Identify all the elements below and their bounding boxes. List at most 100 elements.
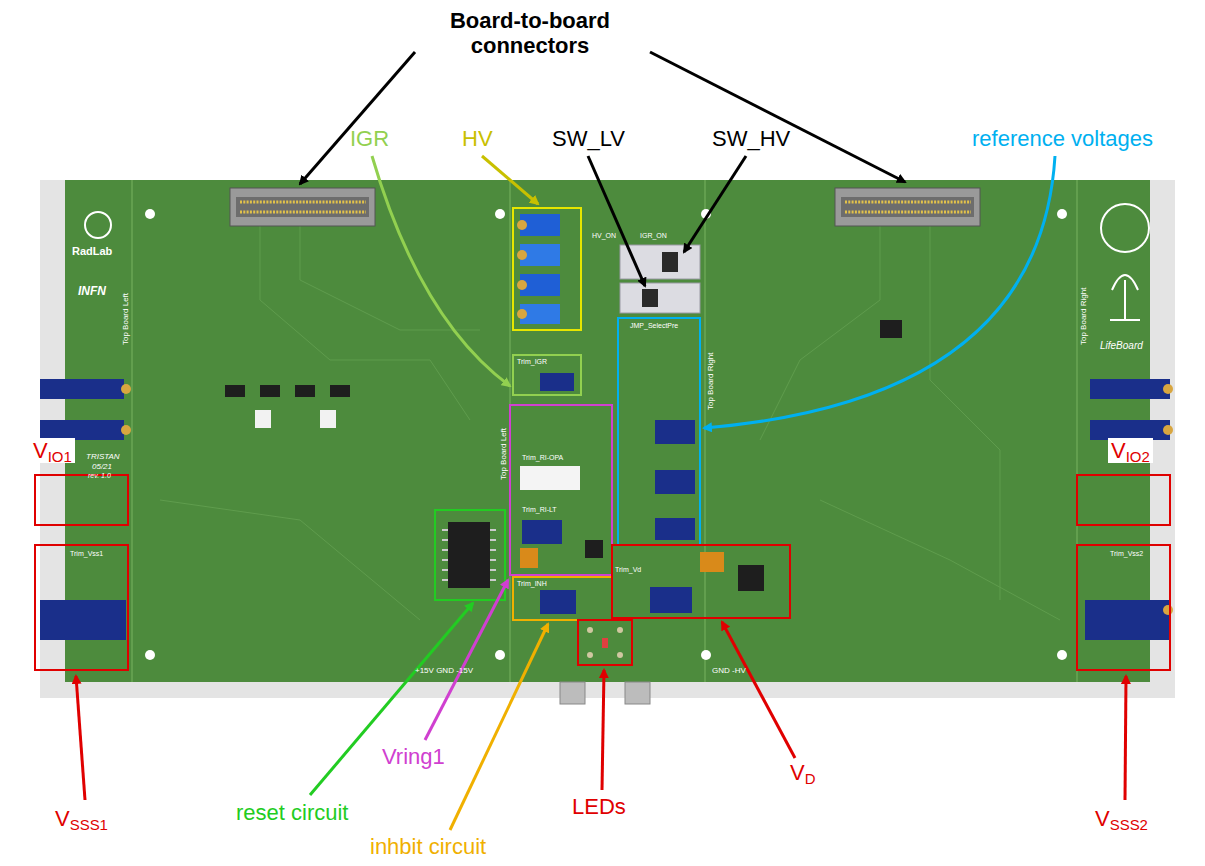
trimmer [655, 518, 695, 540]
pcb [65, 180, 1150, 682]
trace [820, 500, 1060, 620]
connector-pins [845, 202, 971, 212]
silkscreen-text: Trim_RI-LT [522, 506, 557, 514]
silkscreen-text: Trim_Vss2 [1110, 550, 1143, 558]
silkscreen-text: Trim_IGR [517, 358, 547, 366]
leds-region [578, 620, 632, 665]
silkscreen-text: Top Board Right [1079, 288, 1088, 345]
vsss1-region [35, 545, 128, 670]
vsss2-region [1077, 545, 1170, 670]
pad [617, 627, 623, 633]
callout-label: inhbit circuit [370, 834, 486, 859]
leader-arrow [482, 156, 538, 204]
section-line [704, 180, 706, 682]
section-lines [132, 180, 1077, 682]
trimmer [655, 470, 695, 494]
symbol-subscript: SSS1 [70, 816, 108, 833]
leader-arrow [310, 603, 473, 795]
callout-label: reset circuit [236, 800, 348, 825]
leader-arrow [588, 156, 645, 286]
leader-arrow [650, 52, 905, 182]
trimmer [40, 379, 124, 399]
screw [517, 280, 527, 290]
jack [560, 682, 585, 704]
mount-hole [145, 650, 155, 660]
trimmers [40, 214, 1171, 640]
jack [625, 682, 650, 704]
trace [300, 226, 480, 330]
vio1-region [35, 475, 128, 525]
trimmer [540, 373, 574, 391]
leader-arrow [684, 156, 746, 252]
signal-name: VIO2 [1108, 438, 1153, 463]
leader-arrow [602, 670, 604, 790]
ic-chip [880, 320, 902, 338]
symbol-letter: V [1095, 806, 1110, 831]
mount-hole [1057, 209, 1067, 219]
symbol-letter: V [33, 438, 48, 463]
trimmer [1090, 379, 1170, 399]
base-plate [40, 180, 1175, 698]
silkscreen-text: RadLab [72, 245, 112, 258]
silkscreen-text: Top Board Right [706, 353, 715, 410]
vring1-region [510, 405, 612, 575]
screw [121, 384, 131, 394]
reset-ic [448, 522, 490, 588]
trace [930, 226, 1000, 600]
leader-arrow [372, 156, 510, 386]
leader-arrow [425, 580, 508, 740]
trimmer [1090, 420, 1170, 440]
screw [517, 250, 527, 260]
signal-name: VD [790, 760, 816, 785]
silkscreen-text: GND -HV [712, 666, 746, 675]
ic-pins [442, 530, 496, 580]
pad [587, 627, 593, 633]
silkscreen-text: rev. 1.0 [88, 472, 111, 480]
logo-tree [1110, 275, 1140, 320]
callout-label: SW_LV [552, 126, 625, 151]
igr-region [513, 355, 581, 395]
chips [225, 320, 902, 591]
silkscreen-text: Trim_INH [517, 580, 547, 588]
silkscreen-text: Trim_Vss1 [70, 550, 103, 558]
vio2-region [1077, 475, 1170, 525]
trimmer-white [520, 466, 580, 490]
trimmer [1085, 600, 1171, 640]
hv-region [513, 208, 581, 330]
silkscreen-text: INFN [78, 285, 106, 299]
mount-hole [495, 209, 505, 219]
capacitor [700, 552, 724, 572]
trimmer [40, 600, 126, 640]
symbol-subscript: D [805, 770, 816, 787]
leader-arrows [76, 52, 1126, 830]
callout-label: HV [462, 126, 493, 151]
leader-arrow [76, 676, 85, 800]
mount-hole [701, 650, 711, 660]
diode [225, 385, 245, 397]
mount-hole [495, 650, 505, 660]
led-chip [320, 410, 336, 428]
mount-hole [1057, 650, 1067, 660]
pad [617, 652, 623, 658]
connector-slot [236, 197, 369, 217]
screw [1163, 605, 1173, 615]
reference-region [618, 318, 700, 545]
callout-label: LEDs [572, 794, 626, 819]
trimmer [522, 520, 562, 544]
screw [1163, 425, 1173, 435]
leader-arrow [1125, 676, 1126, 800]
signal-name: VSSS1 [55, 806, 108, 831]
signal-name: VSSS2 [1095, 806, 1148, 831]
trimmer [40, 420, 124, 440]
slide-switch [620, 283, 700, 313]
leader-arrow [704, 156, 1055, 428]
symbol-letter: V [55, 806, 70, 831]
led-chip [255, 410, 271, 428]
led [602, 638, 608, 648]
silkscreen-text: Trim_Vd [615, 566, 641, 574]
mount-holes [145, 209, 1067, 660]
inhibit-region [513, 577, 612, 620]
leader-arrow [300, 52, 415, 184]
connector-header [230, 188, 375, 226]
